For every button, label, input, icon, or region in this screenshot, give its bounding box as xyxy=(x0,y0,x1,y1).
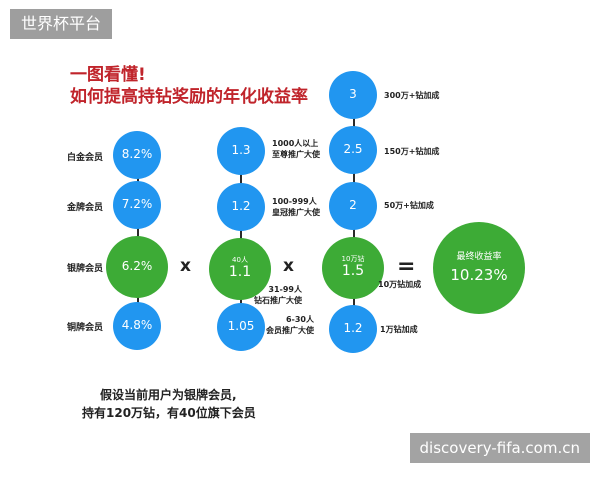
membership-label-silver: 银牌会员 xyxy=(66,264,103,274)
holding-note-150w: 150万+钻加成 xyxy=(384,147,440,156)
referral-note-title: 至尊推广大使 xyxy=(272,150,320,159)
membership-value: 7.2% xyxy=(121,197,153,212)
referral-note-count: 6-30人 xyxy=(285,315,314,324)
referral-circle-100-999: 1.2 xyxy=(217,183,265,231)
membership-value: 6.2% xyxy=(121,259,153,274)
referral-note-title: 皇冠推广大使 xyxy=(272,208,320,217)
referral-value: 1.2 xyxy=(231,199,251,214)
referral-circle-1000plus: 1.3 xyxy=(217,127,265,175)
result-value: 10.23% xyxy=(450,265,508,284)
holding-circle-1w: 1.2 xyxy=(329,305,377,353)
referral-note-count: 100-999人 xyxy=(272,197,317,206)
holding-value: 2 xyxy=(349,198,357,213)
referral-note-title: 钻石推广大使 xyxy=(254,296,302,305)
referral-note-count: 31-99人 xyxy=(268,285,302,294)
holding-value: 1.5 xyxy=(341,263,365,280)
membership-circle-bronze: 4.8% xyxy=(113,302,161,350)
referral-note-100-999: 100-999人 皇冠推广大使 xyxy=(272,196,320,218)
holding-value: 3 xyxy=(349,87,357,102)
result-label: 最终收益率 xyxy=(456,251,502,262)
footer-line-2: 持有120万钻，有40位旗下会员 xyxy=(82,406,256,420)
title-line-2: 如何提高持钻奖励的年化收益率 xyxy=(70,87,308,107)
holding-value: 2.5 xyxy=(343,142,363,157)
referral-note-6-30: 6-30人 会员推广大使 xyxy=(266,314,314,336)
referral-note-1000plus: 1000人以上 至尊推广大使 xyxy=(272,138,320,160)
referral-value: 1.05 xyxy=(227,319,255,334)
holding-note-300w: 300万+钻加成 xyxy=(384,91,440,100)
holding-note-1w: 1万钻加成 xyxy=(380,325,418,334)
referral-value: 1.3 xyxy=(231,143,251,158)
membership-label-platinum: 白金会员 xyxy=(66,153,103,163)
result-circle: 最终收益率 10.23% xyxy=(433,222,525,314)
referral-note-title: 会员推广大使 xyxy=(266,326,314,335)
membership-label-gold: 金牌会员 xyxy=(66,203,103,213)
holding-value: 1.2 xyxy=(343,321,363,336)
holding-circle-10w: 10万钻 1.5 xyxy=(322,237,384,299)
watermark: discovery-fifa.com.cn xyxy=(409,433,590,463)
membership-value: 4.8% xyxy=(121,318,153,333)
membership-value: 8.2% xyxy=(121,147,153,162)
holding-note-50w: 50万+钻加成 xyxy=(384,201,434,210)
referral-circle-31-99: 40人 1.1 xyxy=(209,238,271,300)
title-line-1: 一图看懂! xyxy=(70,65,146,85)
multiply-operator-2: x xyxy=(283,256,294,276)
holding-note-10w: 10万钻加成 xyxy=(378,280,422,289)
membership-circle-platinum: 8.2% xyxy=(113,131,161,179)
holding-small-label: 10万钻 xyxy=(341,255,365,264)
holding-circle-150w: 2.5 xyxy=(329,126,377,174)
referral-value: 1.1 xyxy=(228,264,252,281)
membership-circle-silver: 6.2% xyxy=(106,236,168,298)
multiply-operator-1: x xyxy=(180,256,191,276)
referral-note-31-99: 31-99人 钻石推广大使 xyxy=(254,284,302,306)
footer-line-1: 假设当前用户为银牌会员, xyxy=(100,388,237,402)
membership-label-bronze: 铜牌会员 xyxy=(66,323,103,333)
referral-note-count: 1000人以上 xyxy=(272,139,319,148)
equals-operator: = xyxy=(397,254,416,279)
holding-circle-50w: 2 xyxy=(329,182,377,230)
site-badge: 世界杯平台 xyxy=(10,9,113,39)
referral-circle-6-30: 1.05 xyxy=(217,303,265,351)
membership-circle-gold: 7.2% xyxy=(113,181,161,229)
holding-circle-300w: 3 xyxy=(329,71,377,119)
referral-small-label: 40人 xyxy=(232,256,248,265)
